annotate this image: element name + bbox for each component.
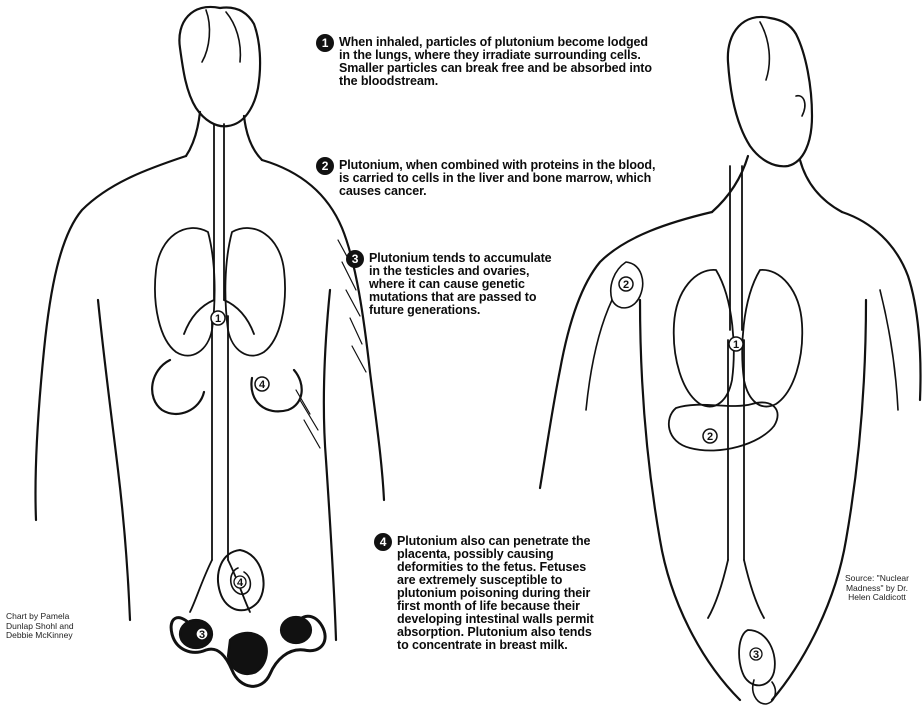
marker-female-breast: 4 — [255, 377, 269, 391]
annotation-3: 3 Plutonium tends to accumulate in the t… — [346, 252, 558, 317]
annotation-2: 2 Plutonium, when combined with proteins… — [316, 159, 662, 198]
marker-male-testes: 3 — [750, 648, 762, 661]
annotation-1: 1 When inhaled, particles of plutonium b… — [316, 36, 658, 88]
marker-male-liver: 2 — [703, 429, 717, 443]
annotation-text: Plutonium also can penetrate the placent… — [397, 535, 596, 652]
annotation-number-badge: 1 — [316, 34, 334, 52]
marker-male-arm: 2 — [619, 277, 633, 291]
annotation-number-badge: 3 — [346, 250, 364, 268]
annotation-4: 4 Plutonium also can penetrate the place… — [374, 535, 596, 652]
svg-text:3: 3 — [753, 649, 759, 661]
annotation-number-badge: 4 — [374, 533, 392, 551]
marker-female-lungs: 1 — [211, 311, 225, 325]
annotation-text: Plutonium tends to accumulate in the tes… — [369, 252, 558, 317]
annotation-text: When inhaled, particles of plutonium bec… — [339, 36, 658, 88]
svg-text:4: 4 — [259, 379, 266, 391]
chart-credit: Chart by Pamela Dunlap Shohl and Debbie … — [6, 612, 78, 641]
marker-uterus-fetus: 4 — [234, 576, 246, 589]
marker-male-lungs: 1 — [729, 337, 743, 351]
annotation-text: Plutonium, when combined with proteins i… — [339, 159, 662, 198]
female-figure — [35, 7, 384, 686]
annotation-number-badge: 2 — [316, 157, 334, 175]
svg-text:2: 2 — [707, 431, 713, 443]
svg-text:3: 3 — [199, 629, 205, 641]
source-credit: Source: "Nuclear Madness" by Dr. Helen C… — [834, 574, 920, 603]
svg-text:1: 1 — [733, 339, 739, 351]
marker-ovaries: 3 — [196, 628, 208, 641]
svg-text:2: 2 — [623, 279, 629, 291]
svg-text:4: 4 — [237, 577, 244, 589]
svg-text:1: 1 — [215, 313, 221, 325]
